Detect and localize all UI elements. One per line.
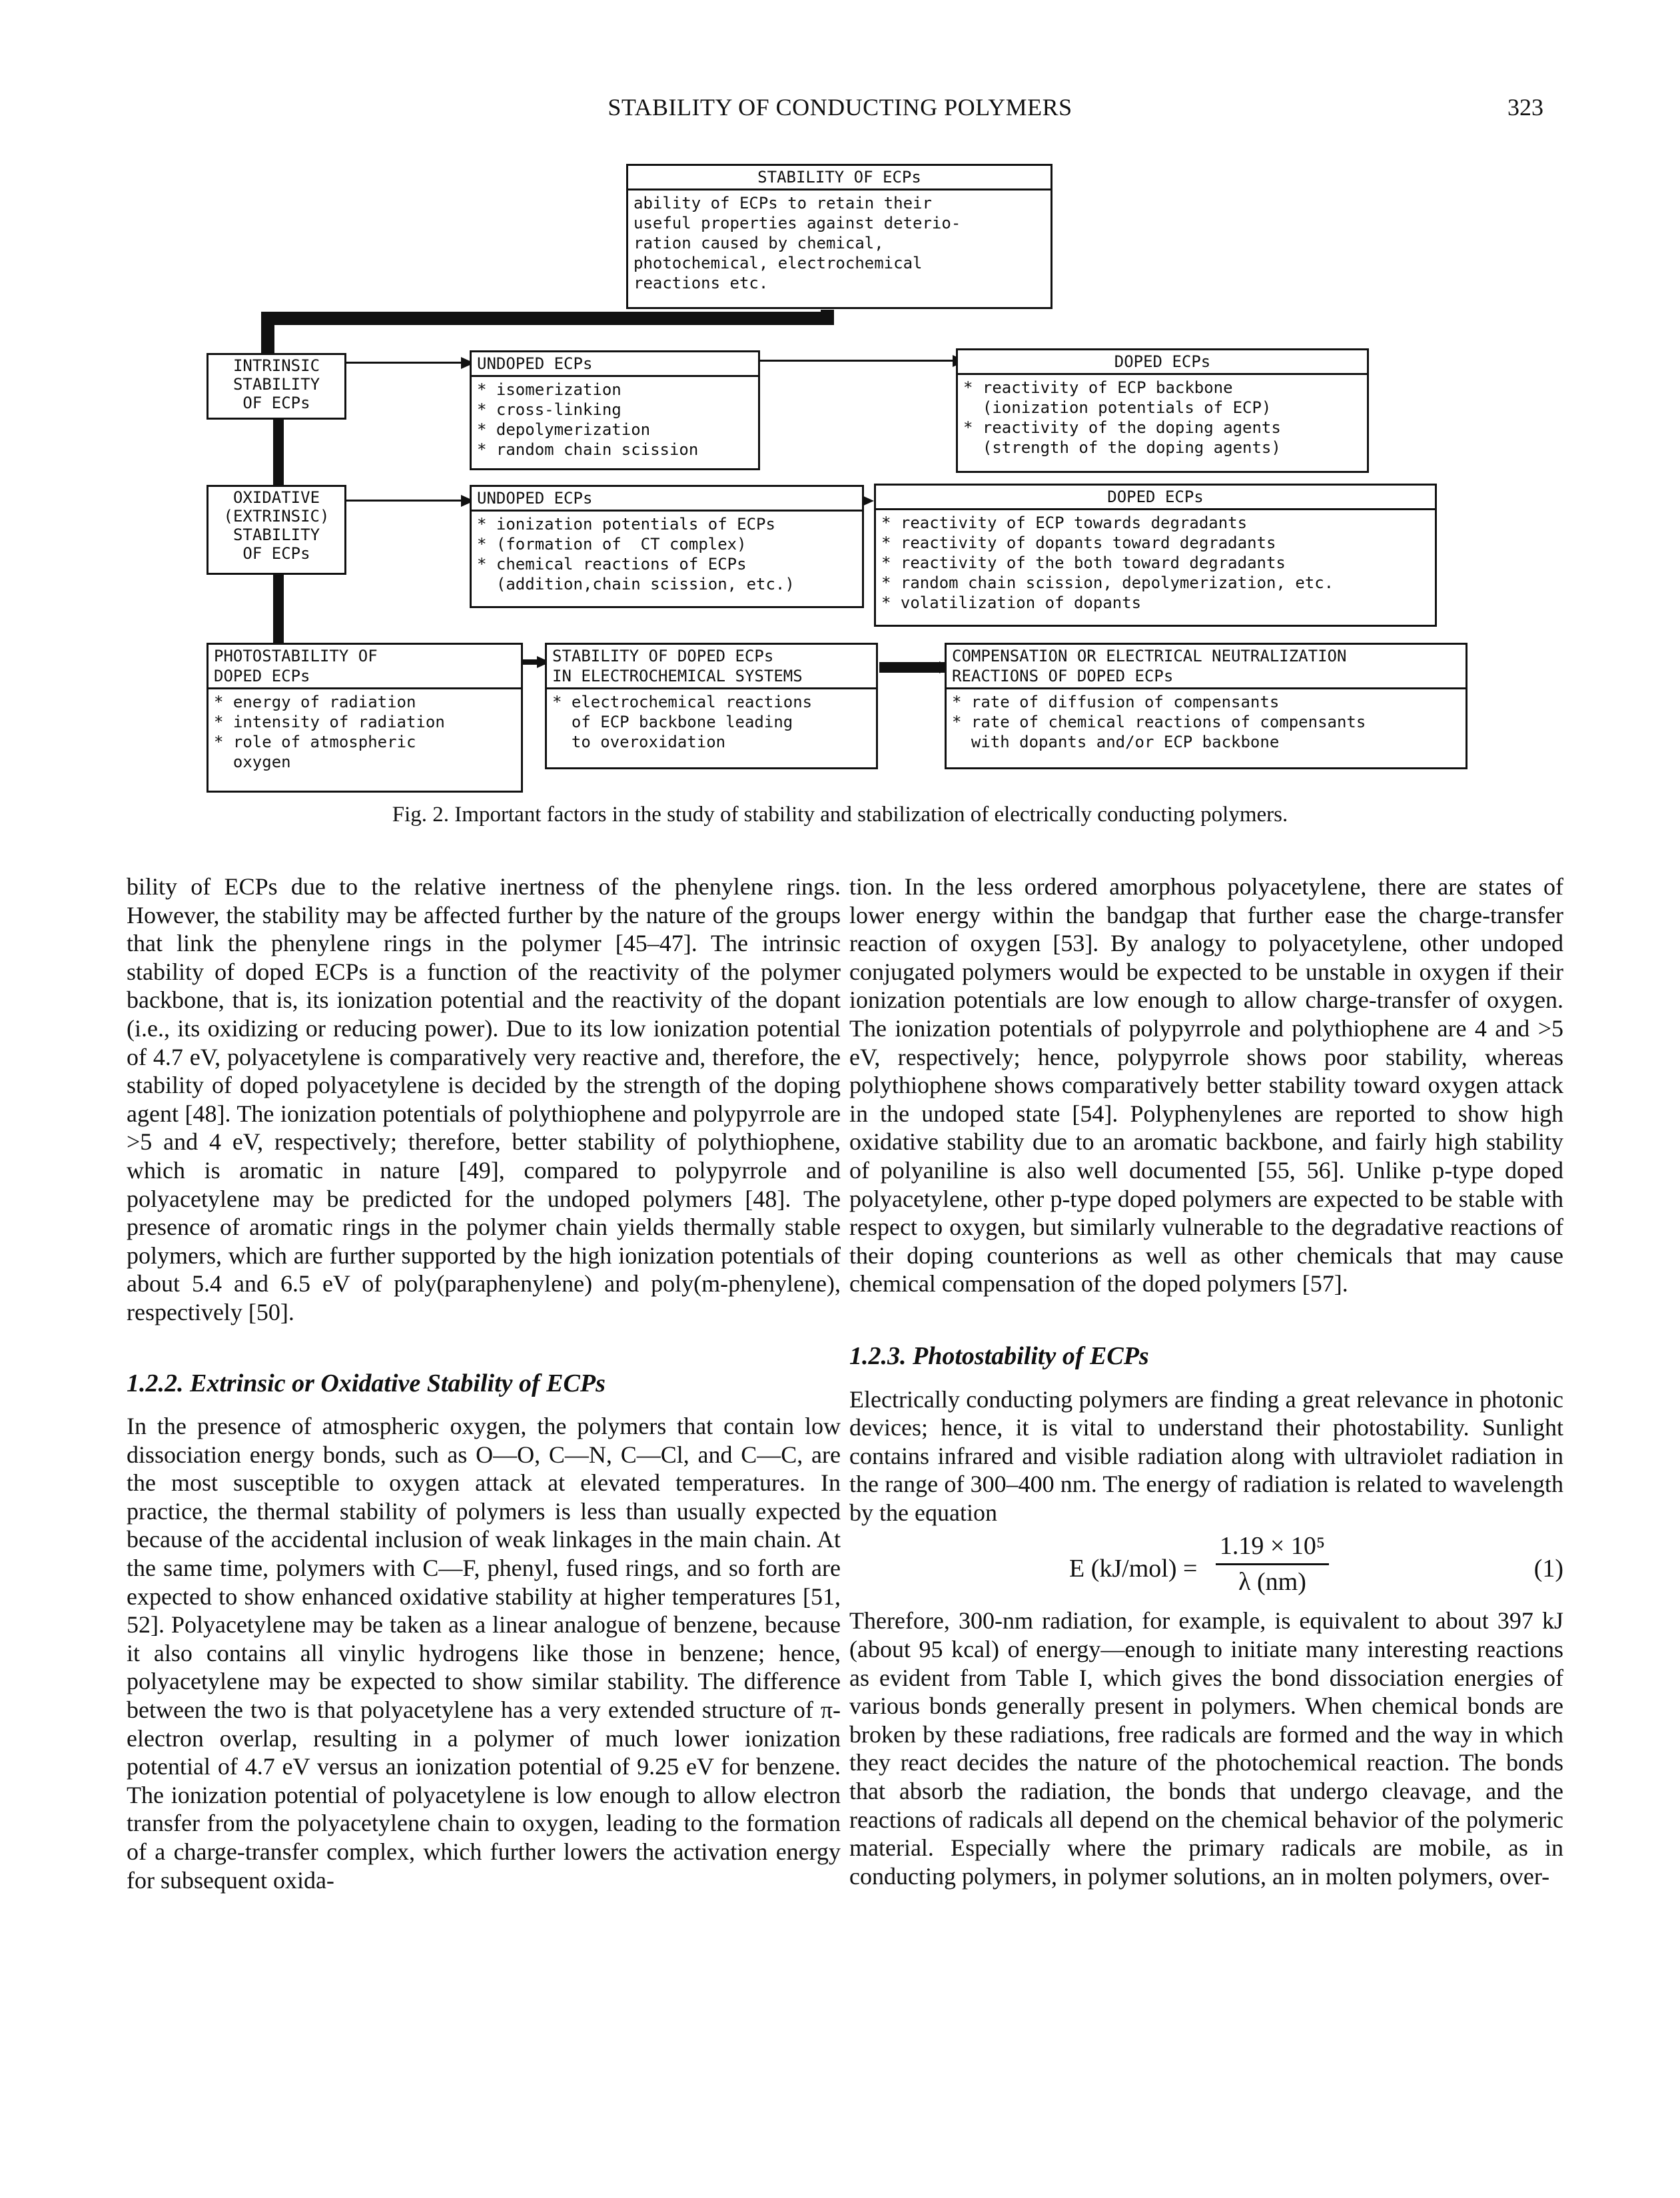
- box-title-line: PHOTOSTABILITY OF: [214, 647, 378, 665]
- box-line: * random chain scission, depolymerizatio…: [881, 573, 1334, 592]
- label-line: OXIDATIVE: [232, 488, 320, 507]
- box-title: COMPENSATION OR ELECTRICAL NEUTRALIZATIO…: [947, 645, 1466, 689]
- box-line: of ECP backbone leading: [552, 713, 793, 731]
- box-line: * electrochemical reactions: [552, 693, 813, 711]
- equation-number: (1): [1533, 1555, 1563, 1583]
- box-line: * ionization potentials of ECPs: [477, 515, 775, 534]
- intrinsic-doped-box: DOPED ECPs * reactivity of ECP backbone …: [956, 348, 1369, 473]
- box-line: * role of atmospheric: [214, 733, 416, 751]
- arrow-intrinsic-undoped: [346, 362, 466, 364]
- box-line: * isomerization: [477, 380, 622, 399]
- box-line: * reactivity of the both toward degradan…: [881, 553, 1286, 572]
- oxidative-stability-label: OXIDATIVE (EXTRINSIC) STABILITY OF ECPs: [207, 485, 346, 575]
- oxidative-doped-box: DOPED ECPs * reactivity of ECP towards d…: [874, 484, 1437, 627]
- box-title: UNDOPED ECPs: [472, 487, 862, 512]
- electrochemical-stability-box: STABILITY OF DOPED ECPs IN ELECTROCHEMIC…: [545, 643, 878, 769]
- equation: E (kJ/mol) = 1.19 × 10⁵ λ (nm) (1): [849, 1527, 1563, 1607]
- box-title: DOPED ECPs: [958, 350, 1367, 375]
- arrow-electro-compensation: [879, 662, 946, 673]
- box-line: * energy of radiation: [214, 693, 416, 711]
- box-line: * random chain scission: [477, 440, 699, 459]
- box-title-line: REACTIONS OF DOPED ECPs: [952, 667, 1174, 685]
- paragraph: Electrically conducting polymers are fin…: [849, 1385, 1563, 1526]
- box-title: DOPED ECPs: [876, 486, 1435, 510]
- section-heading: 1.2.3. Photostability of ECPs: [849, 1341, 1149, 1370]
- connector-intrinsic-to-oxidative: [273, 416, 284, 486]
- box-title-line: IN ELECTROCHEMICAL SYSTEMS: [552, 667, 803, 685]
- box-line: * rate of diffusion of compensants: [952, 693, 1280, 711]
- connector-oxidative-to-photo: [273, 573, 284, 643]
- left-column: bility of ECPs due to the relative inert…: [127, 873, 841, 1894]
- box-line: oxygen: [214, 753, 291, 771]
- box-line: (ionization potentials of ECP): [963, 398, 1272, 417]
- box-line: * reactivity of the doping agents: [963, 418, 1281, 437]
- box-line: * cross-linking: [477, 400, 622, 419]
- section-heading: 1.2.2. Extrinsic or Oxidative Stability …: [127, 1369, 606, 1397]
- box-line: useful properties against deterio-: [633, 214, 961, 232]
- box-line: (addition,chain scission, etc.): [477, 575, 795, 593]
- box-line: ability of ECPs to retain their: [633, 194, 932, 212]
- box-line: * reactivity of dopants toward degradant…: [881, 534, 1276, 552]
- box-line: photochemical, electrochemical: [633, 254, 923, 272]
- compensation-box: COMPENSATION OR ELECTRICAL NEUTRALIZATIO…: [945, 643, 1468, 769]
- paragraph: tion. In the less ordered amorphous poly…: [849, 873, 1563, 1297]
- box-line: * reactivity of ECP backbone: [963, 378, 1233, 397]
- equation-numerator: 1.19 × 10⁵: [1216, 1532, 1329, 1566]
- page-number: 323: [1507, 94, 1543, 121]
- box-title-line: DOPED ECPs: [214, 667, 310, 685]
- paragraph: bility of ECPs due to the relative inert…: [127, 873, 841, 1325]
- running-head: STABILITY OF CONDUCTING POLYMERS 323: [0, 93, 1680, 133]
- box-line: * depolymerization: [477, 420, 651, 439]
- box-line: with dopants and/or ECP backbone: [952, 733, 1280, 751]
- connector-top-horizontal: [261, 312, 834, 325]
- box-line: to overoxidation: [552, 733, 726, 751]
- running-title: STABILITY OF CONDUCTING POLYMERS: [608, 94, 1072, 121]
- box-line: reactions etc.: [633, 274, 769, 292]
- right-column: tion. In the less ordered amorphous poly…: [849, 873, 1563, 1890]
- box-line: * rate of chemical reactions of compensa…: [952, 713, 1366, 731]
- photostability-box: PHOTOSTABILITY OF DOPED ECPs * energy of…: [207, 643, 523, 793]
- box-title-line: STABILITY OF DOPED ECPs: [552, 647, 774, 665]
- paragraph: Therefore, 300-nm radiation, for example…: [849, 1607, 1563, 1890]
- figure-diagram: STABILITY OF ECPs ability of ECPs to ret…: [0, 0, 1680, 799]
- arrow-oxidative-undoped: [346, 500, 466, 502]
- label-line: OF ECPs: [242, 394, 310, 412]
- box-title: STABILITY OF ECPs: [628, 166, 1050, 190]
- intrinsic-undoped-box: UNDOPED ECPs * isomerization * cross-lin…: [470, 350, 760, 470]
- stability-of-ecps-box: STABILITY OF ECPs ability of ECPs to ret…: [626, 164, 1052, 309]
- label-line: OF ECPs: [242, 544, 310, 563]
- paragraph: In the presence of atmospheric oxygen, t…: [127, 1413, 841, 1894]
- box-line: * (formation of CT complex): [477, 535, 747, 553]
- equation-fraction: 1.19 × 10⁵ λ (nm): [1216, 1532, 1329, 1596]
- equation-lhs: E (kJ/mol) =: [1069, 1555, 1198, 1583]
- box-title: STABILITY OF DOPED ECPs IN ELECTROCHEMIC…: [547, 645, 876, 689]
- box-line: * intensity of radiation: [214, 713, 445, 731]
- box-line: (strength of the doping agents): [963, 438, 1281, 457]
- intrinsic-stability-label: INTRINSIC STABILITY OF ECPs: [207, 353, 346, 420]
- box-title: PHOTOSTABILITY OF DOPED ECPs: [209, 645, 521, 689]
- arrow-undoped-doped: [759, 360, 959, 362]
- label-line: STABILITY: [232, 375, 320, 394]
- label-line: INTRINSIC: [232, 356, 320, 375]
- box-title: UNDOPED ECPs: [472, 352, 758, 377]
- box-line: * chemical reactions of ECPs: [477, 555, 747, 573]
- label-line: (EXTRINSIC): [223, 507, 330, 526]
- equation-denominator: λ (nm): [1238, 1568, 1306, 1597]
- oxidative-undoped-box: UNDOPED ECPs * ionization potentials of …: [470, 485, 864, 608]
- connector-top-right: [821, 310, 834, 323]
- connector-top-down: [261, 312, 274, 358]
- figure-caption: Fig. 2. Important factors in the study o…: [392, 803, 1288, 827]
- box-title-line: COMPENSATION OR ELECTRICAL NEUTRALIZATIO…: [952, 647, 1347, 665]
- box-line: ration caused by chemical,: [633, 234, 884, 252]
- arrowhead-icon: [861, 495, 874, 507]
- arrow-photo-electro: [506, 659, 546, 665]
- label-line: STABILITY: [232, 526, 320, 544]
- box-line: * volatilization of dopants: [881, 593, 1142, 612]
- box-line: * reactivity of ECP towards degradants: [881, 514, 1248, 532]
